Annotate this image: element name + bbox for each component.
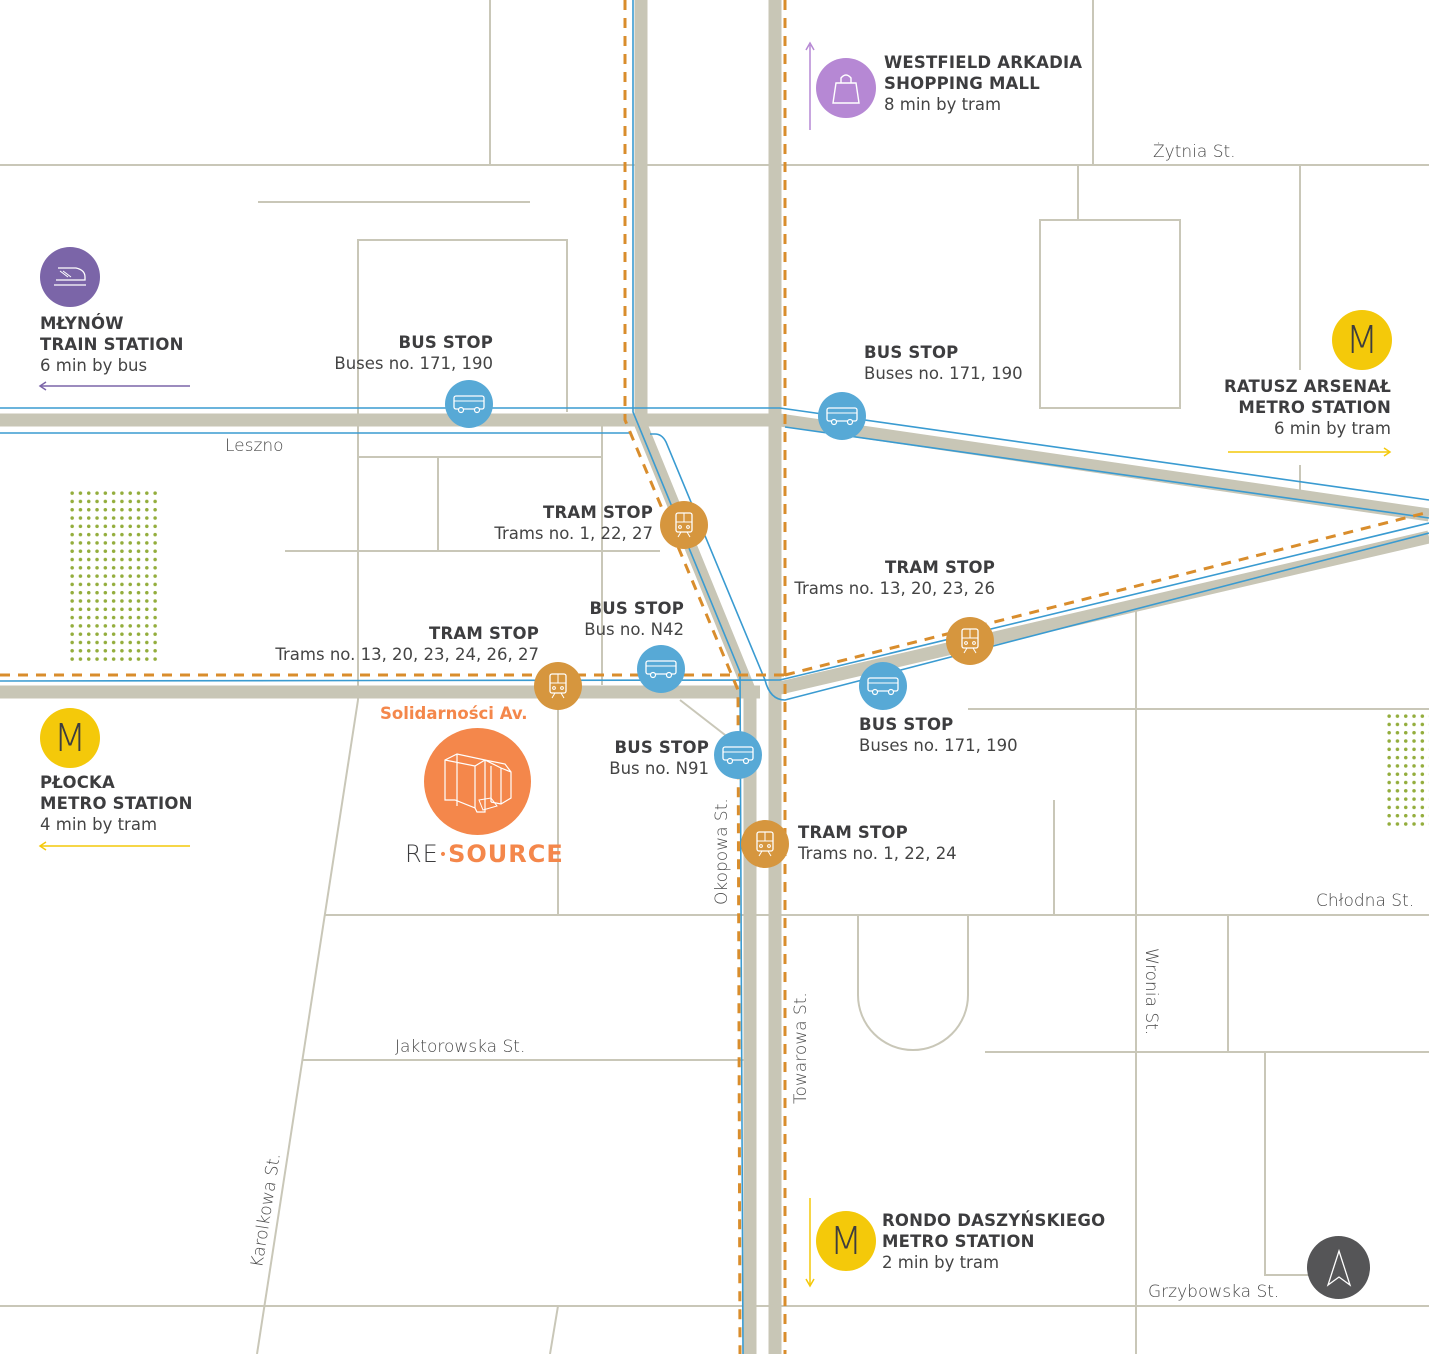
stop-detail: Trams no. 13, 20, 23, 24, 26, 27 (275, 645, 539, 664)
street-leszno: Leszno (225, 436, 284, 456)
plocka-name-1: PŁOCKA (40, 773, 115, 792)
ratusz-name-2: METRO STATION (1238, 398, 1391, 417)
ratusz-name-1: RATUSZ ARSENAŁ (1223, 377, 1391, 396)
green-area-left (68, 489, 160, 664)
plocka-name-2: METRO STATION (40, 794, 193, 813)
tram-icon (961, 628, 979, 654)
property-marker[interactable] (424, 728, 531, 835)
bus-stop-marker[interactable] (859, 662, 907, 710)
street-okopowa: Okopowa St. (712, 798, 732, 905)
street-towarowa: Towarowa St. (791, 992, 811, 1104)
street-jaktorowska: Jaktorowska St. (395, 1037, 525, 1057)
solidarnosci-label: Solidarności Av. (380, 704, 528, 723)
bus-stop-marker[interactable] (637, 645, 685, 693)
ratusz-time: 6 min by tram (1273, 419, 1391, 438)
bus-icon (867, 677, 899, 696)
rondo-label: RONDO DASZYŃSKIEGO METRO STATION 2 min b… (882, 1210, 1105, 1273)
stop-title: BUS STOP (589, 599, 684, 618)
logo-dot: • (438, 847, 449, 863)
shopping-bag-icon (832, 74, 860, 104)
building-icon (443, 752, 512, 813)
stop-detail: Buses no. 171, 190 (859, 736, 1018, 755)
mlynow-poi-icon[interactable] (40, 247, 100, 307)
stop-detail: Trams no. 13, 20, 23, 26 (794, 579, 995, 598)
street-wronia: Wronia St. (1141, 948, 1161, 1035)
stop-label: BUS STOP Bus no. N42 (584, 598, 684, 640)
stop-title: TRAM STOP (429, 624, 539, 643)
bus-stop-marker[interactable] (445, 380, 493, 428)
bus-stop-marker[interactable] (714, 731, 762, 779)
tram-stop-marker[interactable] (660, 501, 708, 549)
resource-logo: RE•SOURCE (405, 840, 564, 868)
tram-stop-marker[interactable] (946, 617, 994, 665)
bus-stop-marker[interactable] (818, 392, 866, 440)
mall-name-2: SHOPPING MALL (884, 74, 1040, 93)
stop-label: BUS STOP Buses no. 171, 190 (334, 332, 493, 374)
street-grzybowska: Grzybowska St. (1148, 1282, 1279, 1302)
stop-detail: Buses no. 171, 190 (334, 354, 493, 373)
mall-name-1: WESTFIELD ARKADIA (884, 53, 1083, 72)
tram-stop-marker[interactable] (534, 662, 582, 710)
stop-title: BUS STOP (398, 333, 493, 352)
rondo-name-2: METRO STATION (882, 1232, 1035, 1251)
stop-title: BUS STOP (864, 343, 959, 362)
logo-prefix: RE (405, 840, 439, 868)
tram-icon (549, 673, 567, 699)
bus-icon (453, 395, 485, 414)
bus-icon (722, 746, 754, 765)
stop-title: BUS STOP (614, 738, 709, 757)
plocka-metro-icon[interactable]: M (40, 708, 100, 768)
rondo-time: 2 min by tram (882, 1253, 1000, 1272)
stop-label: TRAM STOP Trams no. 1, 22, 24 (798, 822, 957, 864)
mlynow-name-1: MŁYNÓW (40, 314, 124, 333)
train-icon (54, 267, 86, 286)
stop-label: BUS STOP Bus no. N91 (609, 737, 709, 779)
bus-icon (826, 407, 858, 426)
mlynow-name-2: TRAIN STATION (40, 335, 184, 354)
stop-detail: Trams no. 1, 22, 27 (494, 524, 653, 543)
stop-label: TRAM STOP Trams no. 13, 20, 23, 26 (794, 557, 995, 599)
direction-arrows (38, 41, 1392, 1288)
stop-label: TRAM STOP Trams no. 1, 22, 27 (494, 502, 653, 544)
ratusz-metro-icon[interactable]: M (1332, 310, 1392, 370)
plocka-label: PŁOCKA METRO STATION 4 min by tram (40, 772, 193, 835)
mall-label: WESTFIELD ARKADIA SHOPPING MALL 8 min by… (884, 52, 1082, 115)
plocka-time: 4 min by tram (40, 815, 158, 834)
stop-detail: Bus no. N42 (584, 620, 684, 639)
rondo-metro-icon[interactable]: M (816, 1211, 876, 1271)
north-arrow-icon (1326, 1248, 1351, 1287)
bus-icon (645, 660, 677, 679)
logo-main: SOURCE (448, 840, 564, 868)
ratusz-label: RATUSZ ARSENAŁ METRO STATION 6 min by tr… (1224, 376, 1391, 439)
stop-label: TRAM STOP Trams no. 13, 20, 23, 24, 26, … (275, 623, 539, 665)
stop-title: TRAM STOP (543, 503, 653, 522)
mall-time: 8 min by tram (884, 95, 1002, 114)
tram-icon (675, 512, 693, 538)
stop-title: TRAM STOP (798, 823, 908, 842)
tram-icon (756, 831, 774, 857)
stop-detail: Buses no. 171, 190 (864, 364, 1023, 383)
stop-label: BUS STOP Buses no. 171, 190 (859, 714, 1018, 756)
mlynow-label: MŁYNÓW TRAIN STATION 6 min by bus (40, 313, 184, 376)
stop-title: BUS STOP (859, 715, 954, 734)
green-area-right (1385, 712, 1429, 827)
stop-label: BUS STOP Buses no. 171, 190 (864, 342, 1023, 384)
compass-button[interactable] (1307, 1236, 1370, 1299)
tram-stop-marker[interactable] (741, 820, 789, 868)
stop-detail: Bus no. N91 (609, 759, 709, 778)
mlynow-time: 6 min by bus (40, 356, 148, 375)
rondo-name-1: RONDO DASZYŃSKIEGO (882, 1211, 1106, 1230)
stop-detail: Trams no. 1, 22, 24 (798, 844, 957, 863)
street-chlodna: Chłodna St. (1316, 891, 1414, 911)
mall-poi-icon[interactable] (816, 58, 876, 118)
street-zytnia: Żytnia St. (1153, 141, 1236, 162)
stop-title: TRAM STOP (885, 558, 995, 577)
